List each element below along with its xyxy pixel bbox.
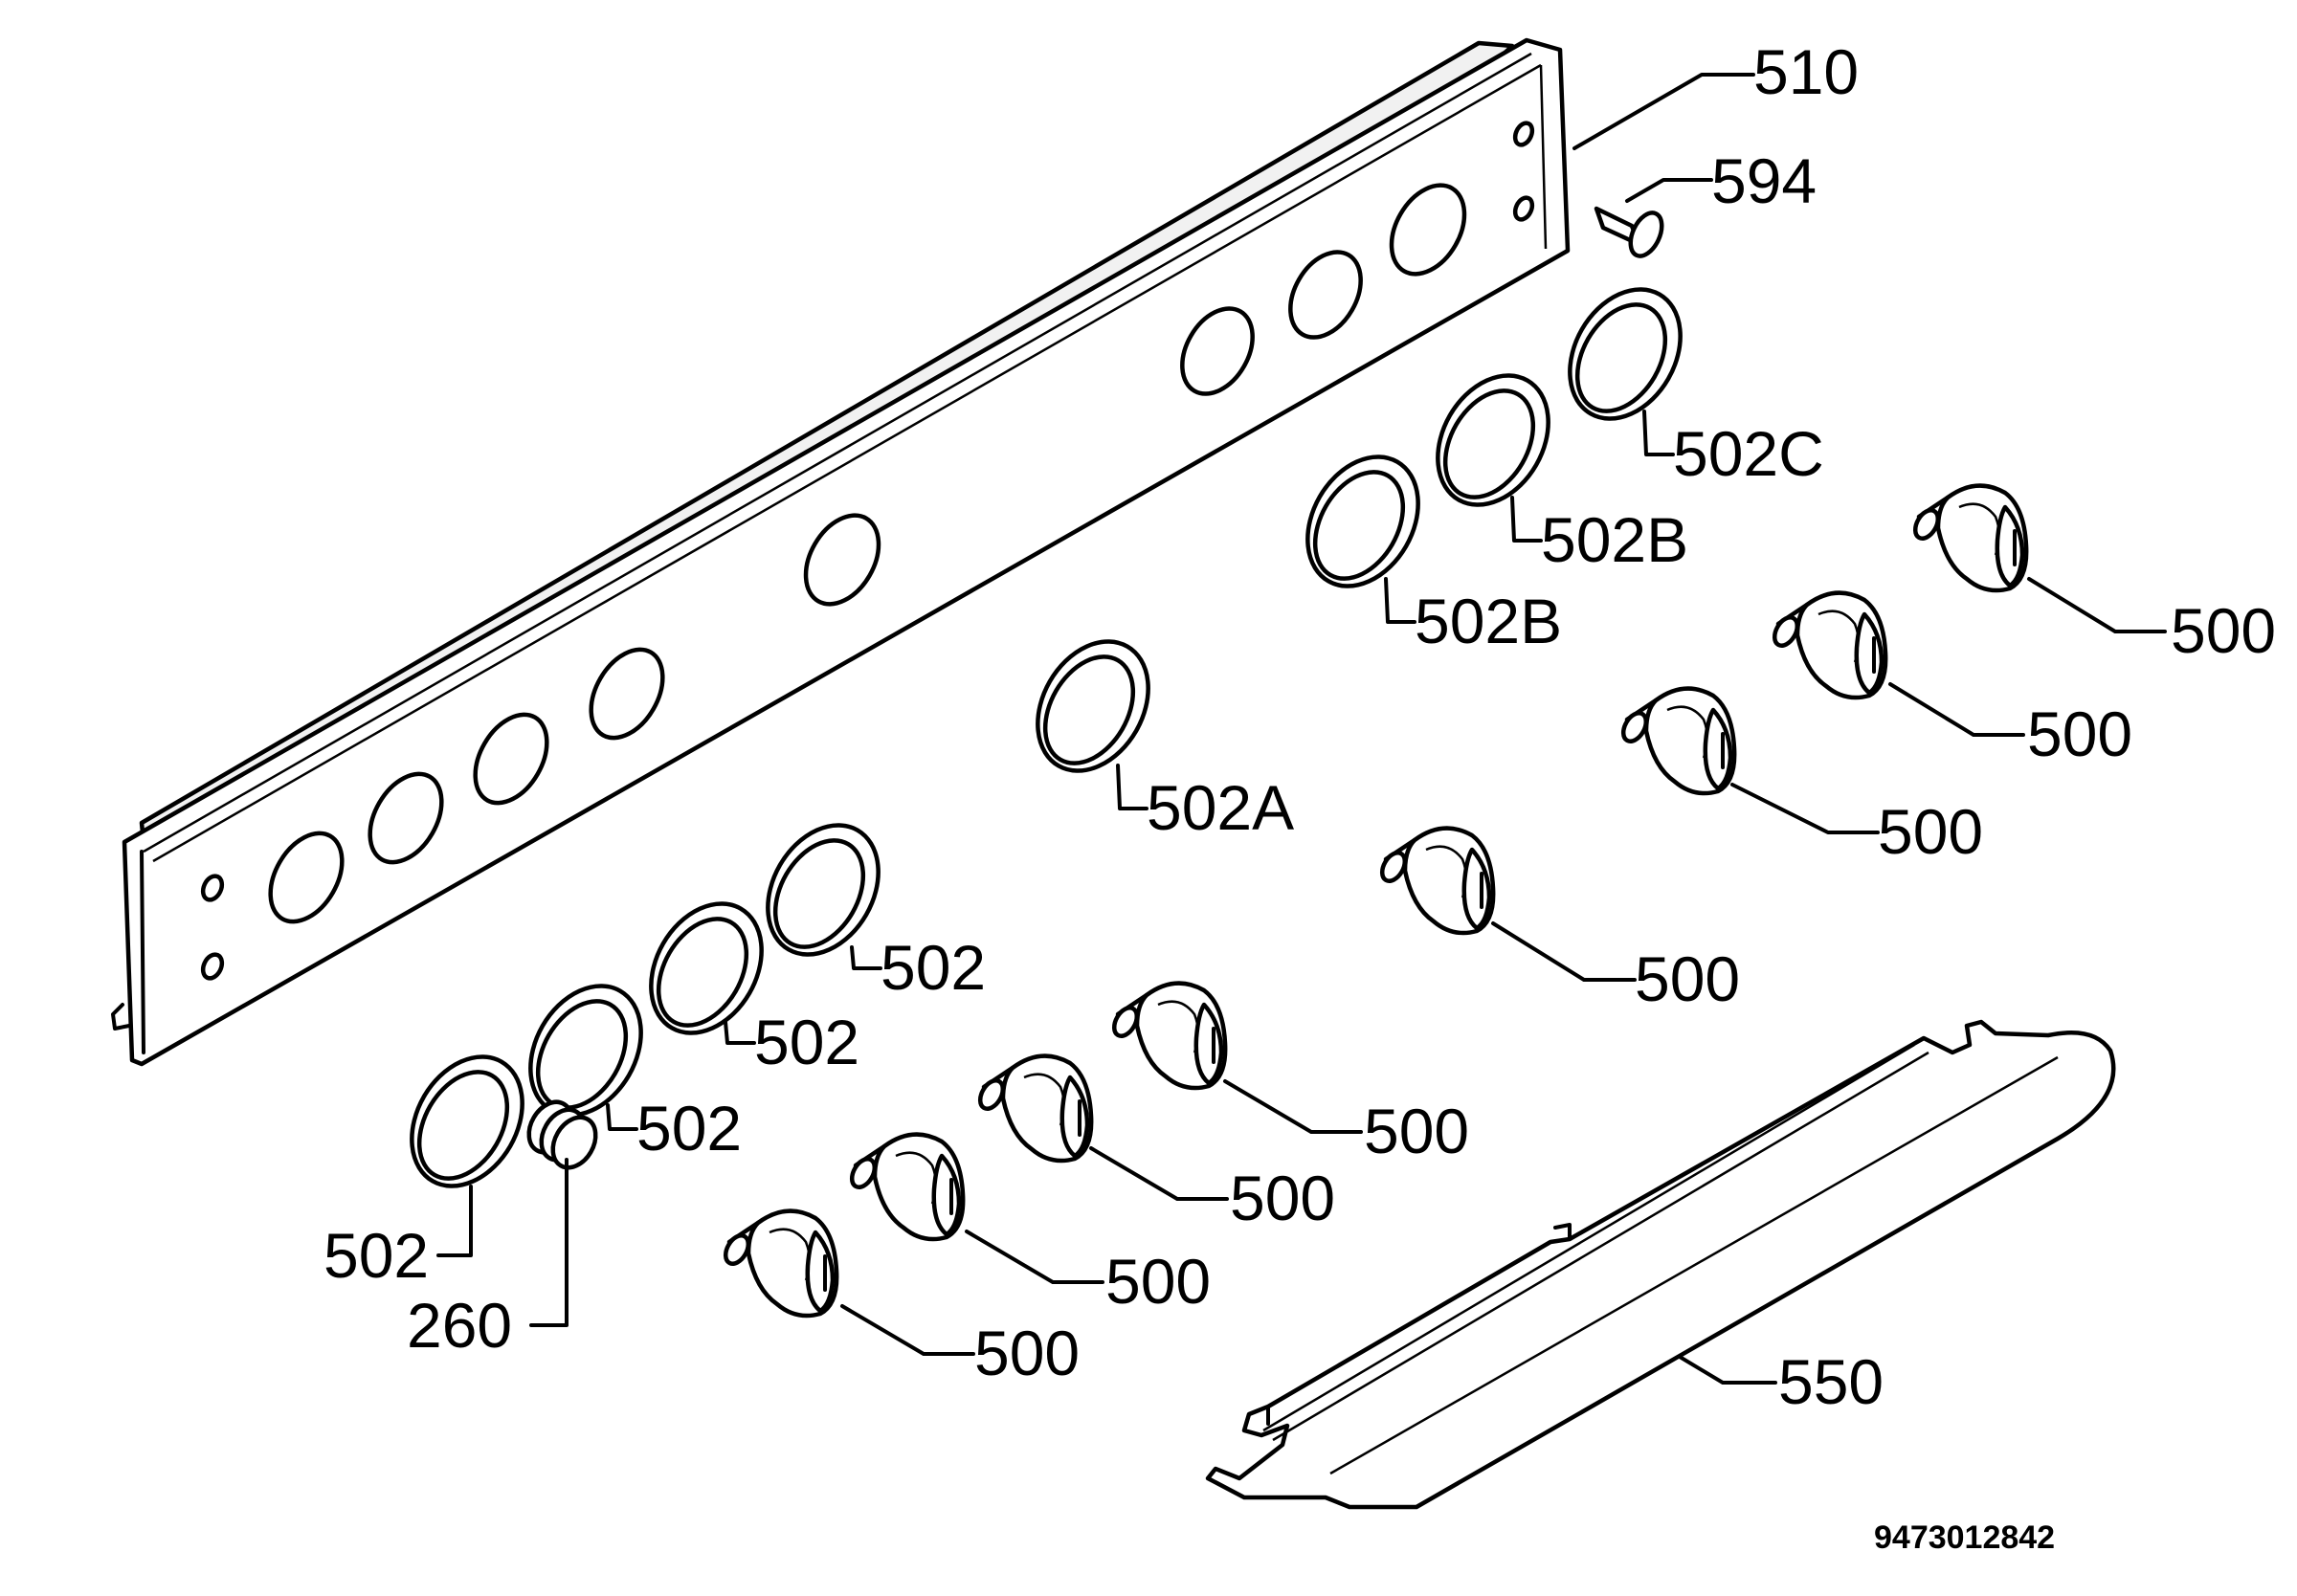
part-labels: 510 594 502C 502B 502B 502A 502 502 502 … bbox=[323, 36, 2276, 1556]
label-bezel-c: 502C bbox=[1673, 418, 1824, 489]
bezel-ring-b-upper bbox=[1436, 373, 1550, 507]
label-bezel-3: 502 bbox=[636, 1093, 742, 1164]
label-knob-2: 500 bbox=[2027, 698, 2132, 769]
screw bbox=[1594, 206, 1664, 258]
label-bezel-b-upper: 502B bbox=[1541, 504, 1688, 575]
label-knob-5: 500 bbox=[1364, 1096, 1469, 1166]
label-knob-8: 500 bbox=[974, 1318, 1080, 1388]
label-bezel-a: 502A bbox=[1147, 772, 1294, 843]
label-bezel-b-lower: 502B bbox=[1415, 586, 1562, 656]
bezel-ring-1 bbox=[766, 823, 881, 957]
control-panel bbox=[111, 37, 1571, 1067]
bezel-ring-c bbox=[1568, 287, 1683, 421]
label-knob-1: 500 bbox=[2171, 595, 2276, 666]
label-screw: 594 bbox=[1711, 145, 1817, 216]
control-knob bbox=[1912, 483, 2029, 593]
control-knob bbox=[849, 1132, 966, 1242]
label-bezel-2: 502 bbox=[754, 1007, 859, 1077]
control-knob bbox=[1772, 590, 1888, 700]
label-spring: 260 bbox=[407, 1290, 512, 1361]
control-knob bbox=[1379, 826, 1496, 936]
label-knob-4: 500 bbox=[1635, 943, 1740, 1014]
label-panel: 510 bbox=[1753, 36, 1859, 107]
label-bezel-1: 502 bbox=[881, 932, 986, 1003]
bezel-ring-3 bbox=[528, 984, 643, 1118]
control-knobs bbox=[723, 483, 2029, 1319]
bezel-rings bbox=[410, 287, 1683, 1188]
diagram-code: 9473012842 bbox=[1874, 1519, 2055, 1556]
trim-strip bbox=[1205, 1019, 2116, 1510]
label-trim: 550 bbox=[1778, 1346, 1884, 1417]
label-knob-7: 500 bbox=[1105, 1246, 1211, 1317]
bezel-ring-4 bbox=[410, 1054, 524, 1188]
control-knob bbox=[723, 1208, 839, 1319]
label-bezel-4: 502 bbox=[323, 1220, 429, 1291]
label-knob-6: 500 bbox=[1230, 1163, 1335, 1233]
label-knob-3: 500 bbox=[1878, 796, 1983, 867]
control-knob bbox=[1111, 981, 1228, 1091]
control-knob bbox=[977, 1053, 1094, 1164]
bezel-ring-2 bbox=[649, 901, 764, 1035]
bezel-ring-b-lower bbox=[1305, 454, 1420, 588]
bezel-ring-a bbox=[1036, 639, 1150, 773]
control-knob bbox=[1620, 686, 1737, 796]
spring bbox=[526, 1099, 598, 1170]
leader-lines bbox=[436, 73, 2167, 1385]
